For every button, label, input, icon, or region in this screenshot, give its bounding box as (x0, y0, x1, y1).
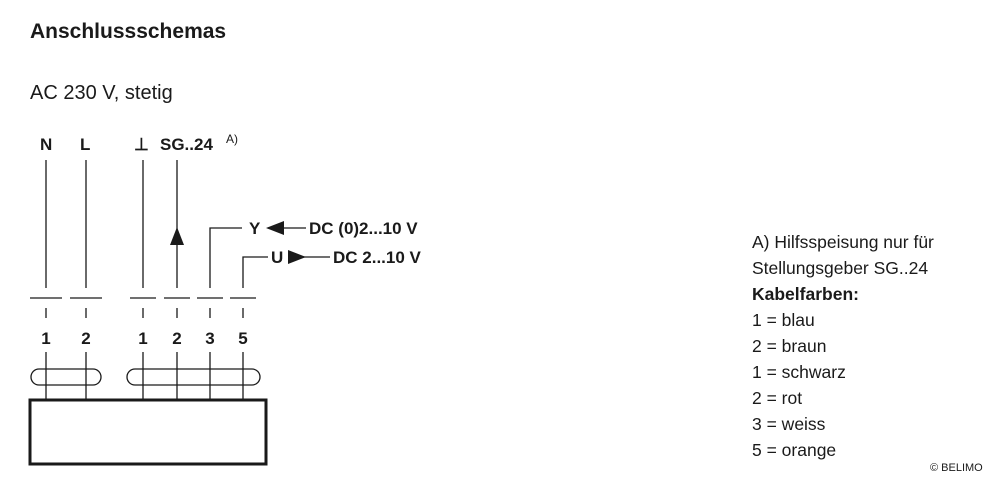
terminal-label-sg-note: A) (226, 132, 238, 146)
terminal-label-sg: SG..24 (160, 135, 213, 154)
cable-sheath-power (30, 368, 102, 386)
terminal-label-ground: ⊥ (134, 135, 149, 154)
cable-color-item: 3 = weiss (752, 414, 826, 434)
cable-color-item: 2 = rot (752, 388, 803, 408)
notes-panel: A) Hilfsspeisung nur für Stellungsgeber … (752, 229, 934, 463)
wire-number: 2 (81, 329, 90, 348)
arrow-right-icon (288, 250, 306, 264)
wire-y (209, 227, 242, 288)
page-subtitle: AC 230 V, stetig (30, 82, 173, 104)
signal-value-u: DC 2...10 V (333, 248, 422, 267)
arrow-left-icon (266, 221, 284, 235)
signal-value-y: DC (0)2...10 V (309, 219, 418, 238)
footnote-line: A) Hilfsspeisung nur für (752, 232, 934, 252)
actuator-box (28, 398, 268, 466)
wire-number: 1 (138, 329, 147, 348)
terminal-label-l: L (80, 135, 90, 154)
signal-label-y: Y (249, 219, 261, 238)
wire-u (242, 256, 268, 288)
wire-number: 5 (238, 329, 247, 348)
cable-color-item: 1 = schwarz (752, 362, 846, 382)
arrow-up-icon (170, 227, 184, 245)
signal-label-u: U (271, 248, 283, 267)
wire-number: 3 (205, 329, 214, 348)
copyright-notice: © BELIMO (930, 462, 983, 474)
cable-color-item: 1 = blau (752, 310, 815, 330)
wire-number: 1 (41, 329, 50, 348)
footnote-line: Stellungsgeber SG..24 (752, 258, 929, 278)
cable-colors-heading: Kabelfarben: (752, 284, 859, 304)
terminal-label-n: N (40, 135, 52, 154)
cable-sheath-signal (126, 368, 261, 386)
wiring-diagram: N L ⊥ SG..24 A) (28, 132, 422, 466)
cable-color-item: 5 = orange (752, 440, 837, 460)
wire-number: 2 (172, 329, 181, 348)
cable-color-item: 2 = braun (752, 336, 827, 356)
page-title: Anschlussschemas (30, 20, 227, 43)
